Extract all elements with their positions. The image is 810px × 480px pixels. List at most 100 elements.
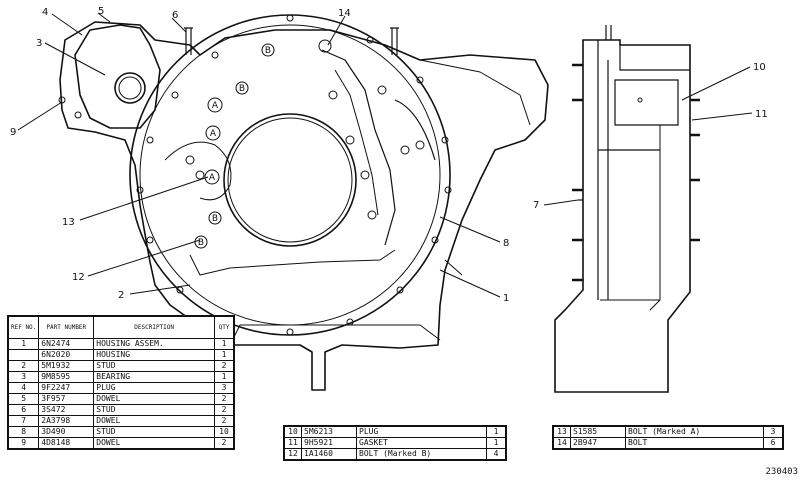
part-number-cell: 6N2474 xyxy=(38,338,95,350)
part-number-cell: 3F957 xyxy=(38,393,95,405)
qty-cell: 3 xyxy=(214,382,234,394)
ref-cell: 4 xyxy=(7,382,40,394)
part-number-cell: 6N2020 xyxy=(38,349,95,361)
ref-cell: 14 xyxy=(553,437,571,449)
ref-cell: 1 xyxy=(7,338,40,350)
ref-cell: 7 xyxy=(7,415,40,427)
hole-mark-b: B xyxy=(198,238,204,248)
description-cell: BOLT (Marked A) xyxy=(625,426,764,438)
hole-mark-b: B xyxy=(265,46,271,56)
part-number-cell: 2A3798 xyxy=(38,415,95,427)
hole-mark-a: A xyxy=(212,101,219,111)
ref-cell: 6 xyxy=(7,404,40,416)
part-number-cell: 1A1460 xyxy=(301,448,357,460)
ref-cell: 2 xyxy=(7,360,40,372)
ref-cell: 3 xyxy=(7,371,40,383)
description-cell: STUD xyxy=(93,404,215,416)
part-number-cell: 5M6213 xyxy=(301,426,357,438)
callout-7: 7 xyxy=(533,200,539,211)
part-number-cell: 5M1932 xyxy=(38,360,95,372)
callout-2: 2 xyxy=(118,290,124,301)
description-cell: DOWEL xyxy=(93,415,215,427)
qty-cell: 1 xyxy=(214,371,234,383)
hole-mark-a: A xyxy=(209,173,216,183)
flange-bolt-holes xyxy=(58,14,452,336)
description-cell: GASKET xyxy=(356,437,487,449)
callout-9: 9 xyxy=(10,127,16,138)
top-cover-plate xyxy=(74,24,161,129)
callout-13: 13 xyxy=(62,217,75,228)
header-ref: REF NO. xyxy=(7,316,40,339)
description-cell: PLUG xyxy=(356,426,487,438)
header-description: DESCRIPTION xyxy=(93,316,215,339)
part-number-cell: 9M8595 xyxy=(38,371,95,383)
qty-cell: 10 xyxy=(214,426,234,438)
part-number-cell: S1585 xyxy=(570,426,626,438)
housing-outline xyxy=(59,21,549,391)
callout-3: 3 xyxy=(36,38,42,49)
callout-14: 14 xyxy=(338,8,351,19)
description-cell: PLUG xyxy=(93,382,215,394)
callout-11: 11 xyxy=(755,109,768,120)
description-cell: BEARING xyxy=(93,371,215,383)
qty-cell: 6 xyxy=(763,437,783,449)
part-number-cell: 2B947 xyxy=(570,437,626,449)
ref-cell: 5 xyxy=(7,393,40,405)
hole-mark-a: A xyxy=(210,129,217,139)
catalog-number: 230403 xyxy=(765,467,798,477)
qty-cell: 2 xyxy=(214,404,234,416)
description-cell: BOLT (Marked B) xyxy=(356,448,487,460)
part-number-cell: 9H5921 xyxy=(301,437,357,449)
hole-mark-b: B xyxy=(239,84,245,94)
description-cell: BOLT xyxy=(625,437,764,449)
callout-4: 4 xyxy=(42,7,48,18)
part-number-cell: 3D490 xyxy=(38,426,95,438)
qty-cell: 1 xyxy=(214,349,234,361)
qty-cell: 4 xyxy=(486,448,506,460)
bearing-3 xyxy=(114,72,146,104)
callout-6: 6 xyxy=(172,10,178,21)
header-part-number: PART NUMBER xyxy=(38,316,95,339)
callout-1: 1 xyxy=(503,293,509,304)
ref-cell: 13 xyxy=(553,426,571,438)
callouts: 4 5 6 3 9 14 13 12 2 8 1 10 11 7 xyxy=(10,6,768,304)
side-view xyxy=(554,25,700,393)
callout-10: 10 xyxy=(753,62,766,73)
ref-cell xyxy=(7,349,40,361)
hole-mark-b: B xyxy=(212,214,218,224)
description-cell: HOUSING ASSEM. xyxy=(93,338,215,350)
ref-cell: 10 xyxy=(284,426,302,438)
part-number-cell: 9F2247 xyxy=(38,382,95,394)
description-cell: STUD xyxy=(93,360,215,372)
qty-cell: 2 xyxy=(214,393,234,405)
marked-holes: A A A B B B B xyxy=(194,39,332,249)
callout-8: 8 xyxy=(503,238,509,249)
qty-cell: 3 xyxy=(763,426,783,438)
qty-cell: 2 xyxy=(214,415,234,427)
qty-cell: 2 xyxy=(214,437,234,449)
description-cell: HOUSING xyxy=(93,349,215,361)
qty-cell: 1 xyxy=(486,426,506,438)
qty-cell: 2 xyxy=(214,360,234,372)
ref-cell: 12 xyxy=(284,448,302,460)
ref-cell: 9 xyxy=(7,437,40,449)
part-number-cell: 3S472 xyxy=(38,404,95,416)
qty-cell: 1 xyxy=(486,437,506,449)
description-cell: STUD xyxy=(93,426,215,438)
